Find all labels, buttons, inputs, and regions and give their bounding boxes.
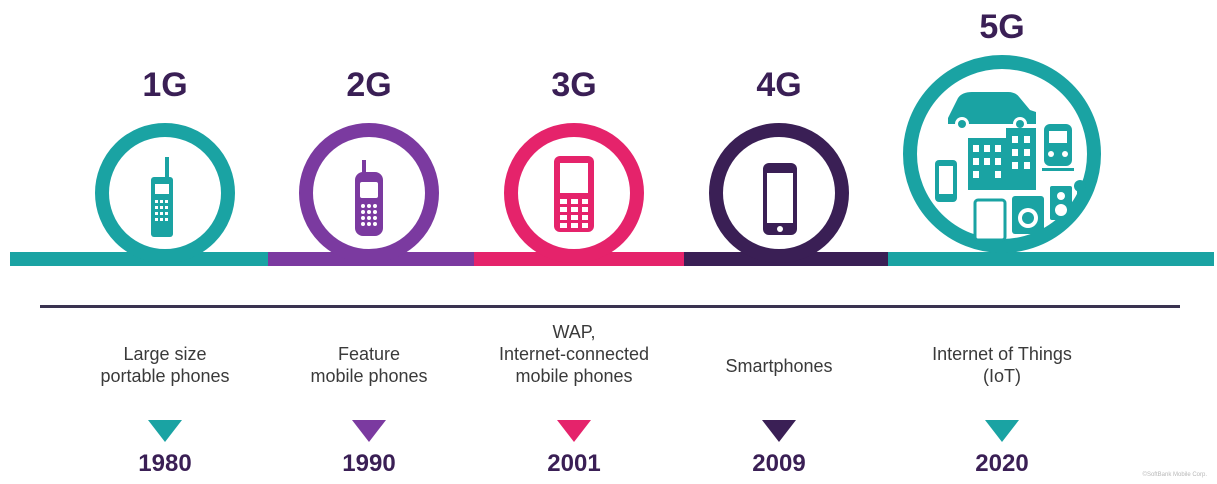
mobile-phone-icon (935, 160, 957, 202)
year-4g: 2009 (752, 450, 806, 477)
iot-city-icon (935, 92, 1086, 242)
year-1g: 1980 (138, 450, 192, 477)
description-line: mobile phones (310, 366, 428, 386)
description-line: (IoT) (983, 366, 1021, 386)
building-icon (968, 128, 1036, 190)
description-line: Feature (337, 344, 401, 364)
track-segment-5g (888, 252, 1214, 266)
train-icon (1042, 124, 1074, 171)
description-4g: Smartphones (674, 355, 884, 377)
description-line: mobile phones (515, 366, 633, 386)
generation-label-4g: 4G (756, 66, 802, 104)
description-line: portable phones (100, 366, 230, 386)
triangle-marker-1g (148, 420, 182, 442)
timeline-diagram (10, 55, 1214, 266)
year-3g: 2001 (547, 450, 601, 477)
description-line: WAP, (552, 322, 596, 342)
description-1g: Large size portable phones (60, 343, 270, 387)
description-line: Smartphones (725, 356, 833, 376)
washing-machine-icon (1012, 196, 1044, 234)
year-2g: 1990 (342, 450, 396, 477)
copyright-watermark: ©SoftBank Mobile Corp. (1142, 472, 1207, 478)
timeline-divider (40, 305, 1180, 308)
description-3g: WAP, Internet-connected mobile phones (469, 321, 679, 387)
triangle-marker-2g (352, 420, 386, 442)
tablet-icon (973, 198, 1007, 242)
triangle-marker-4g (762, 420, 796, 442)
description-2g: Feature mobile phones (264, 343, 474, 387)
keypad-phone-icon (554, 156, 594, 232)
track-segment-1g (10, 252, 272, 266)
description-line: Large size (123, 344, 207, 364)
generation-label-1g: 1G (142, 66, 188, 104)
triangle-marker-3g (557, 420, 591, 442)
generation-label-2g: 2G (346, 66, 392, 104)
light-bulb-icon (1074, 180, 1086, 198)
description-line: Internet of Things (932, 344, 1072, 364)
triangle-marker-5g (985, 420, 1019, 442)
feature-phone-icon (355, 160, 383, 236)
car-icon (948, 92, 1036, 124)
smartphone-icon (763, 163, 797, 235)
description-line: Internet-connected (498, 344, 650, 364)
description-5g: Internet of Things (IoT) (897, 343, 1107, 387)
speaker-icon (1050, 186, 1072, 220)
brick-phone-icon (151, 157, 173, 237)
year-5g: 2020 (975, 450, 1029, 477)
generation-label-3g: 3G (551, 66, 597, 104)
generation-label-5g: 5G (979, 8, 1025, 46)
